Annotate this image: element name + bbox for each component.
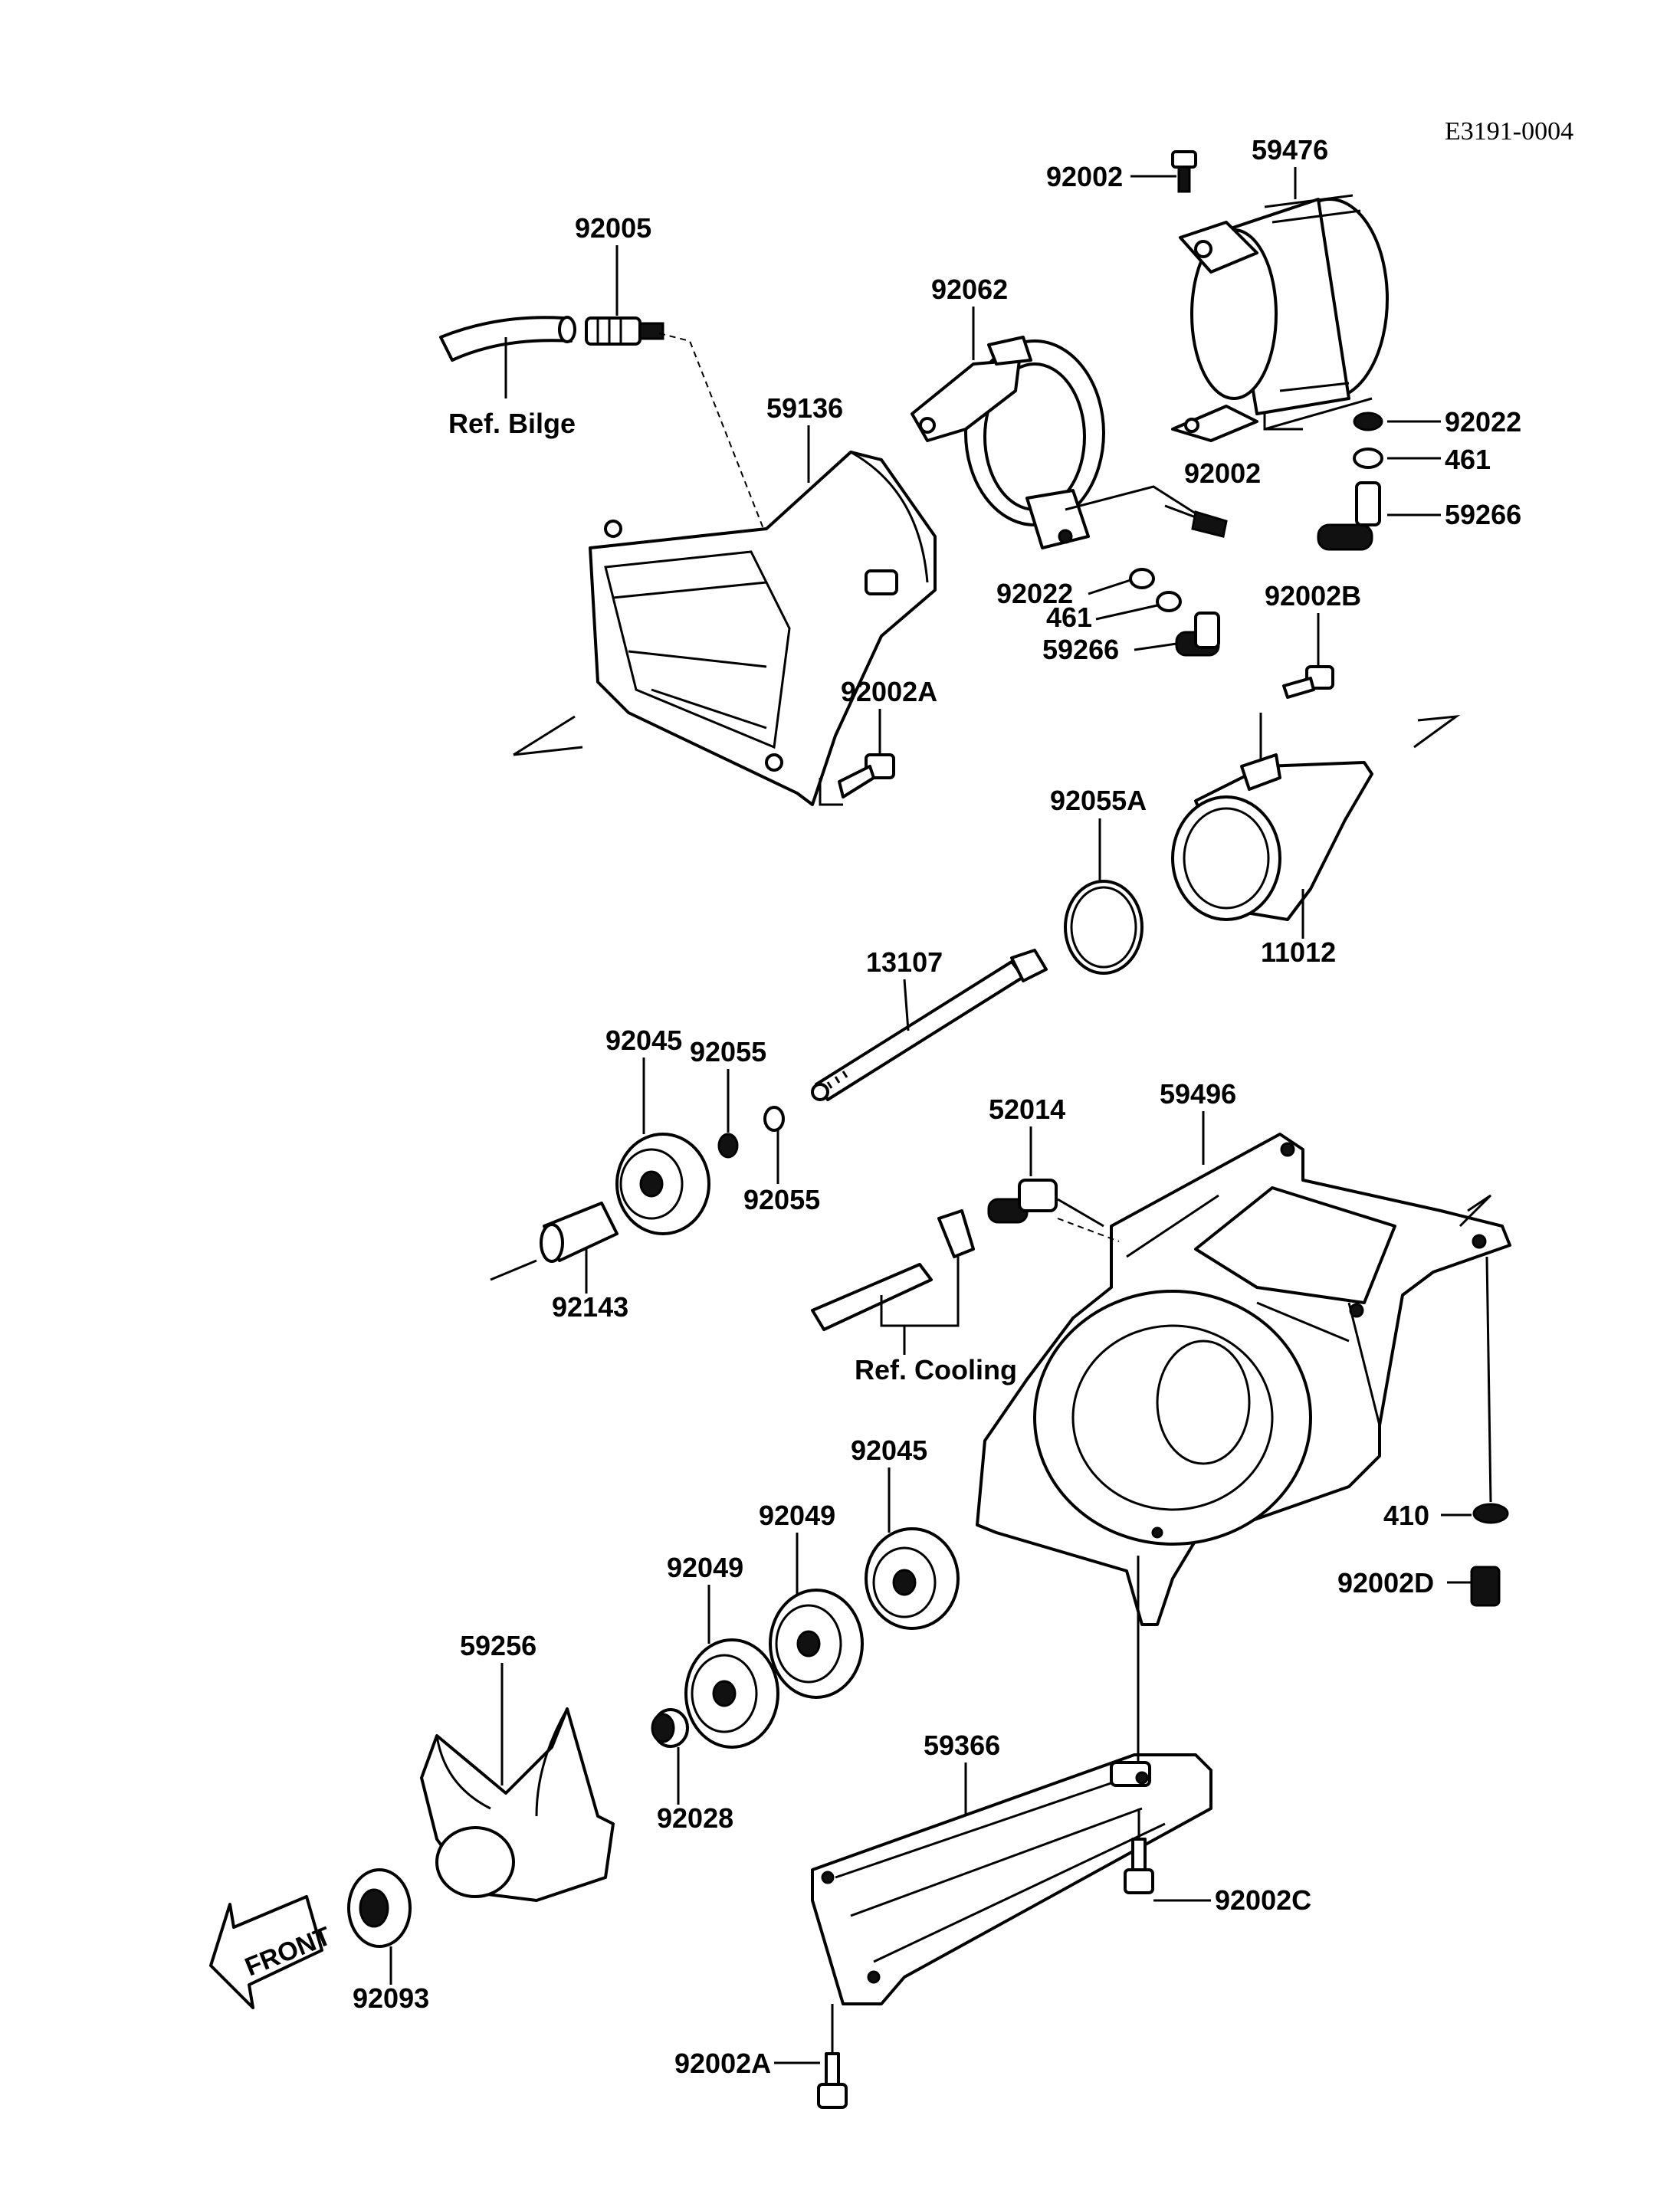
label-92049-lower: 92049	[667, 1552, 743, 1583]
label-59476: 59476	[1252, 134, 1328, 166]
label-59366: 59366	[924, 1730, 1000, 1761]
label-59266-mid: 59266	[1042, 634, 1119, 665]
fitting-92005	[585, 316, 664, 346]
label-92055-lower: 92055	[743, 1184, 820, 1215]
label-ref-cooling: Ref. Cooling	[855, 1354, 1017, 1385]
label-92002A-top: 92002A	[841, 676, 937, 707]
direction-marker-right	[1413, 714, 1461, 749]
clamp-ring-92062	[911, 336, 1105, 549]
bushing-92028	[651, 1708, 689, 1748]
label-92002C: 92002C	[1215, 1884, 1311, 1916]
label-92022-right: 92022	[1445, 406, 1521, 438]
label-52014: 52014	[989, 1094, 1065, 1125]
label-92002-mid: 92002	[1184, 457, 1261, 489]
label-461-right: 461	[1445, 444, 1491, 475]
label-92002B: 92002B	[1265, 580, 1361, 612]
label-13107: 13107	[866, 946, 943, 978]
bearing-92049-upper	[769, 1589, 864, 1699]
bolt-92002B	[1282, 665, 1334, 699]
washer-92022-mid	[1129, 568, 1155, 589]
washer-410	[1472, 1503, 1509, 1524]
bearing-92049-lower	[684, 1638, 779, 1749]
label-92055-upper: 92055	[690, 1036, 766, 1067]
label-92002D: 92002D	[1337, 1567, 1434, 1599]
bolt-92002A-lower	[817, 2052, 848, 2109]
shaft-13107	[811, 949, 1048, 1101]
label-92093: 92093	[353, 1982, 429, 2014]
bolt-92002-mid	[1164, 504, 1228, 538]
label-11012: 11012	[1261, 936, 1336, 968]
label-59496: 59496	[1160, 1078, 1236, 1110]
label-92028: 92028	[657, 1802, 733, 1834]
pump-housing-59496	[976, 1133, 1511, 1626]
nozzle-cap-11012	[1171, 753, 1373, 921]
intake-grate-59366	[811, 1753, 1212, 2005]
label-59136: 59136	[766, 392, 843, 424]
front-direction-arrow: FRONT	[209, 1895, 335, 2009]
label-92002A-bottom: 92002A	[674, 2048, 771, 2079]
label-92055A: 92055A	[1050, 785, 1147, 816]
reducer-59476	[1171, 194, 1389, 442]
label-92005: 92005	[575, 212, 651, 244]
label-59266-right: 59266	[1445, 499, 1521, 530]
ring-92055-lower	[763, 1106, 785, 1132]
bolt-92002D	[1470, 1566, 1501, 1607]
label-92022-mid: 92022	[996, 578, 1073, 609]
label-92045-top: 92045	[605, 1025, 682, 1056]
bilge-hose	[439, 316, 576, 362]
seal-92093	[347, 1868, 412, 1948]
pump-case-59136	[589, 451, 937, 806]
label-ref-bilge: Ref. Bilge	[448, 408, 576, 439]
diagram-code: E3191-0004	[1445, 117, 1573, 146]
bolt-92002A-upper	[838, 753, 895, 798]
washer-461-right	[1353, 448, 1383, 469]
washer-92022-right	[1353, 412, 1383, 431]
label-410: 410	[1383, 1500, 1429, 1531]
bolt-92002C	[1124, 1838, 1154, 1894]
washer-461-mid	[1156, 591, 1182, 612]
impeller-59256	[420, 1707, 615, 1902]
bolt-92002-top	[1171, 150, 1197, 193]
elbow-fitting-52014	[987, 1179, 1058, 1224]
bearing-92045-top	[615, 1133, 710, 1235]
bearing-92045-bottom	[865, 1527, 960, 1630]
label-59256: 59256	[460, 1630, 536, 1661]
o-ring-92055A	[1064, 880, 1144, 975]
cooling-pipe	[811, 1209, 975, 1331]
label-92049-upper: 92049	[759, 1500, 835, 1531]
direction-marker-left	[513, 715, 583, 756]
label-92002-top: 92002	[1046, 161, 1123, 192]
fitting-59266-mid	[1175, 612, 1220, 657]
label-461-mid: 461	[1046, 602, 1092, 633]
sleeve-92143	[540, 1202, 619, 1263]
fitting-59266-right	[1317, 481, 1381, 551]
label-92062: 92062	[931, 274, 1008, 305]
ring-92055-upper	[717, 1133, 739, 1159]
label-92143: 92143	[552, 1291, 628, 1323]
label-92045-bottom: 92045	[851, 1435, 927, 1466]
